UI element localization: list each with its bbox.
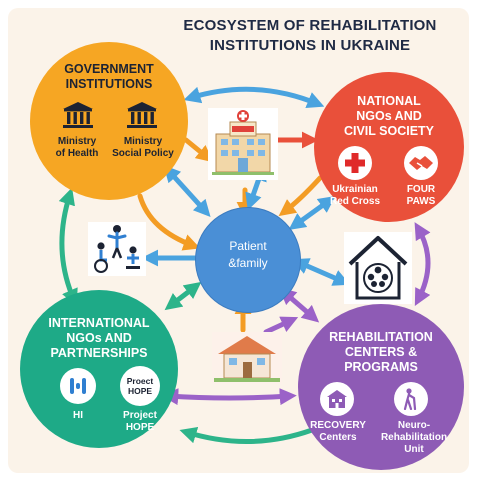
government-heading: GOVERNMENT INSTITUTIONS [64, 62, 154, 91]
arrow-international-rehab [161, 388, 297, 406]
hi-label: HI [73, 410, 83, 421]
ministry-social-policy-label: Ministry Social Policy [112, 136, 174, 159]
arrow-national-rehab [414, 222, 431, 307]
node-government [30, 42, 188, 200]
arrow-patient-house [291, 258, 351, 286]
four-paws-label: FOUR PAWS [406, 184, 436, 207]
arrow-patient-international [164, 281, 202, 311]
community-house-icon [344, 232, 412, 304]
home-icon [212, 332, 282, 384]
patient-family-label: Patient &family [228, 239, 268, 270]
arrow-home-rehab [263, 316, 299, 335]
government-building-icon [127, 102, 157, 128]
project-hope-logo: Proect HOPE [120, 366, 160, 406]
rehabilitation-heading: REHABILITATION CENTERS & PROGRAMS [329, 330, 433, 374]
red-cross-icon [338, 146, 372, 180]
ministry-of-health-label: Ministry of Health [55, 136, 99, 159]
arrow-patient-rehab [278, 287, 320, 323]
project-hope-label: Project HOPE [123, 410, 157, 433]
hi-logo-icon [60, 368, 96, 404]
arrow-national-patient [278, 175, 323, 217]
arrow-gov-patient-2 [163, 164, 211, 218]
therapy-people-icon [88, 222, 146, 276]
diagram-title: ECOSYSTEM OF REHABILITATION INSTITUTIONS… [150, 16, 470, 56]
recovery-centers-label: RECOVERY Centers [310, 420, 366, 443]
hospital-icon [208, 108, 278, 180]
neuro-rehabilitation-label: Neuro- Rehabilitation Unit [380, 420, 448, 455]
handshake-icon [404, 146, 438, 180]
international-heading: INTERNATIONAL NGOs AND PARTNERSHIPS [48, 316, 150, 360]
recovery-center-icon [320, 382, 354, 416]
arrow-national-patient-2 [288, 196, 336, 230]
node-national [314, 72, 464, 222]
node-patient [196, 208, 300, 312]
arrow-gov-national [183, 86, 325, 108]
government-building-icon [63, 102, 93, 128]
title-line-2: INSTITUTIONS IN UKRAINE [209, 37, 411, 54]
arrow-rehab-to-international [179, 426, 315, 444]
arrow-gov-patient-1 [137, 193, 201, 251]
walking-aid-icon [394, 382, 428, 416]
arrow-gov-international [58, 187, 78, 307]
national-heading: NATIONAL NGOs AND CIVIL SOCIETY [343, 94, 435, 138]
title-line-1: ECOSYSTEM OF REHABILITATION [183, 17, 437, 34]
arrow-gov-hospital [183, 137, 214, 163]
ukrainian-red-cross-label: Ukrainian Red Cross [329, 184, 380, 207]
